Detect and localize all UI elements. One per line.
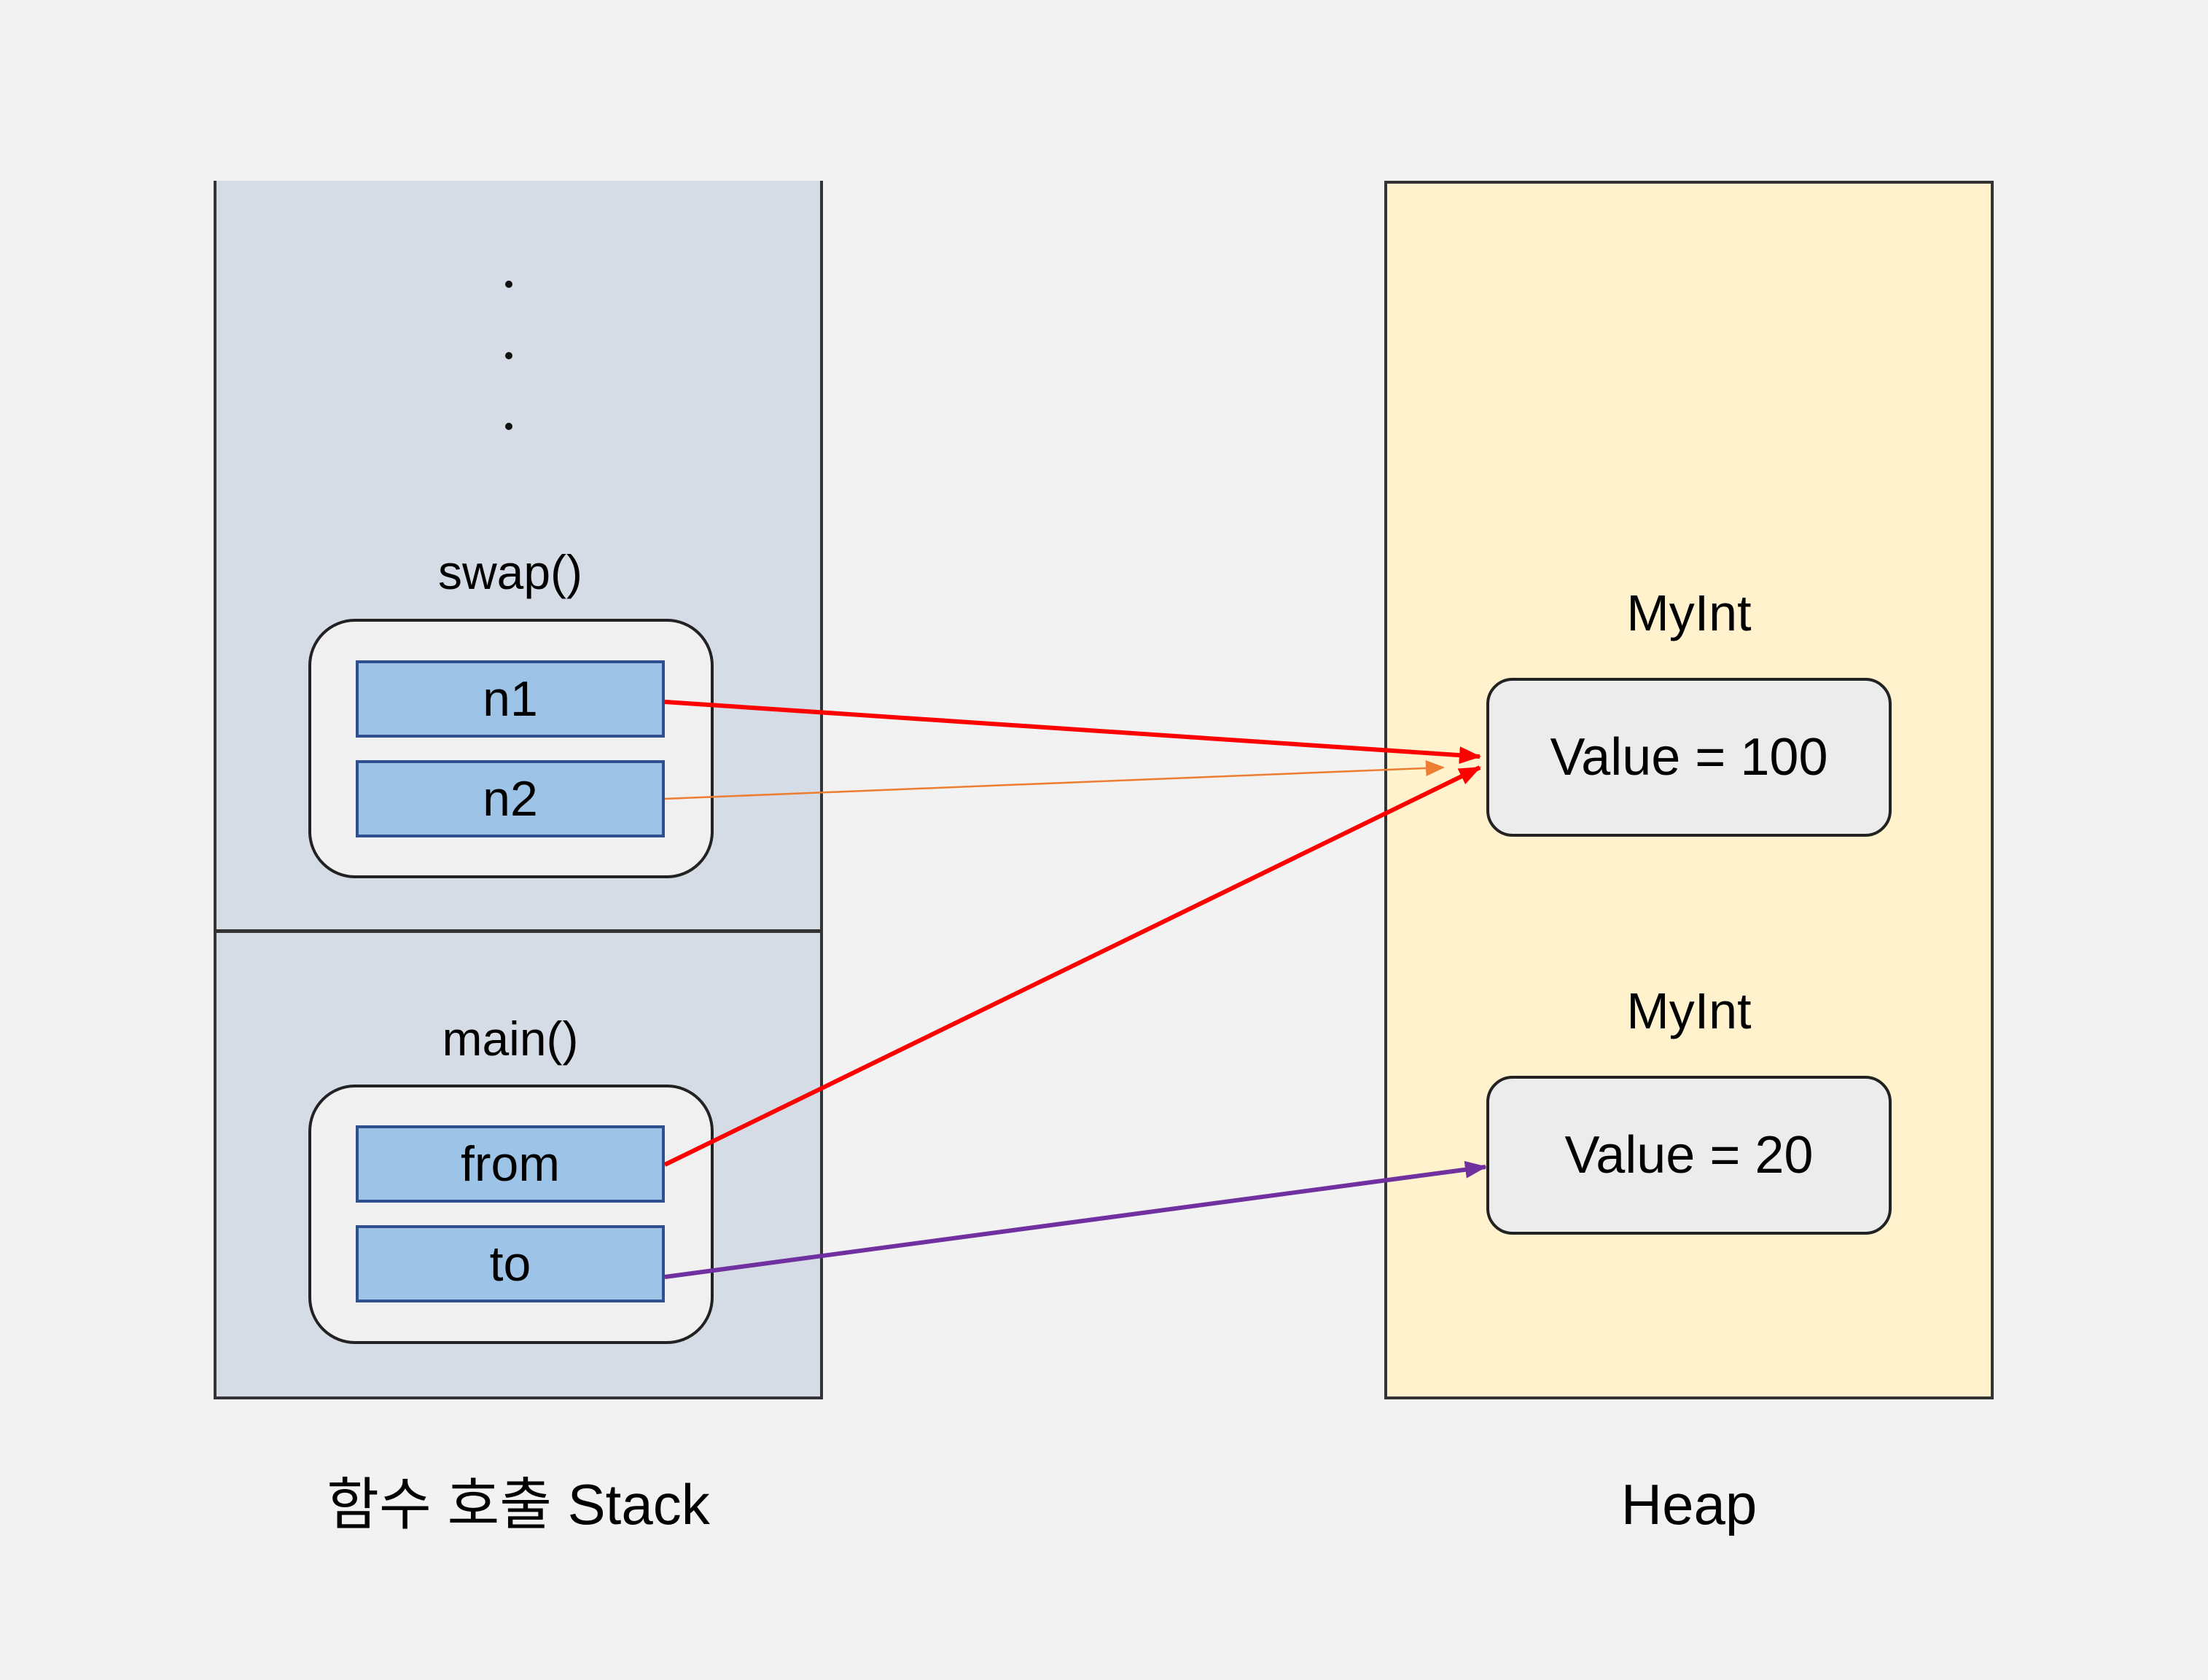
main-frame [308,1085,714,1344]
main-frame-label: main() [442,1012,579,1066]
stack-frame-divider [214,929,823,933]
ellipsis-dot [505,352,512,359]
var-from: from [356,1125,665,1203]
var-n2: n2 [356,760,665,837]
ellipsis-dot [505,423,512,430]
heap-object-value-100: Value = 100 [1486,678,1892,837]
swap-frame-label: swap() [437,545,583,599]
swap-frame [308,619,714,878]
heap-object-type-label: MyInt [1626,982,1752,1039]
heap-object-type-label: MyInt [1626,585,1752,641]
heap-object-value-20: Value = 20 [1486,1076,1892,1235]
stack-caption: 함수 호출 Stack [327,1472,710,1536]
heap-caption: Heap [1620,1472,1758,1536]
ellipsis-dot [505,281,512,288]
var-n1: n1 [356,660,665,738]
var-to: to [356,1225,665,1302]
